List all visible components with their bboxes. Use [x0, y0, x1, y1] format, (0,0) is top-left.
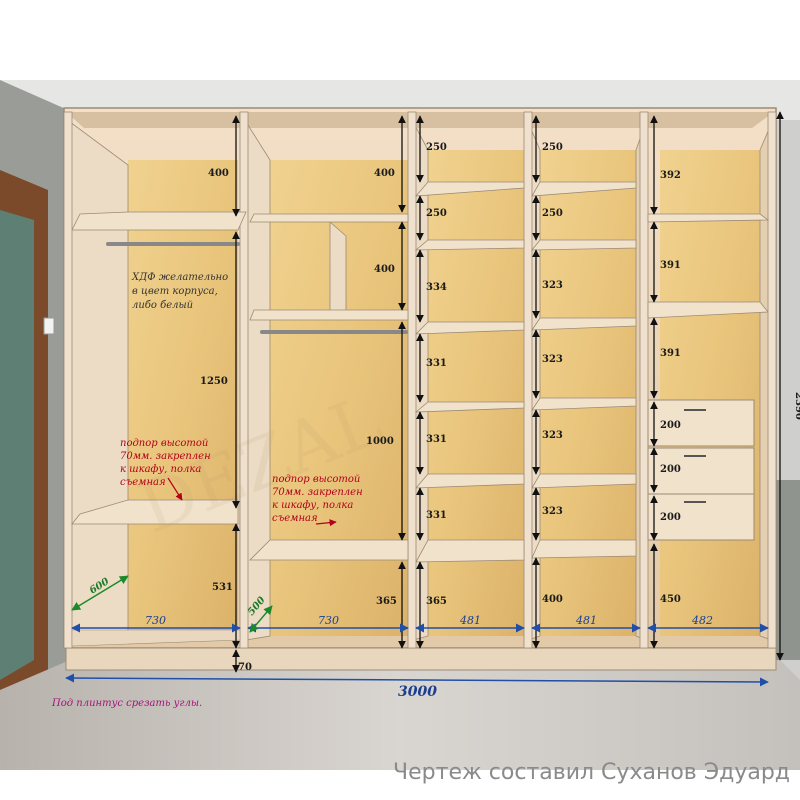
- dim-label: 323: [542, 430, 563, 441]
- dim-label: 365: [426, 596, 447, 607]
- floor: [0, 660, 800, 770]
- hdf-note-line: в цвет корпуса,: [132, 286, 218, 297]
- note-arrows: [167, 477, 337, 527]
- dim-label: 391: [660, 260, 681, 271]
- shelf: [531, 317, 637, 331]
- hdf-note-line: ХДФ желательно: [131, 272, 228, 283]
- support-note-line: к шкафу, полка: [272, 500, 353, 511]
- shelf: [414, 321, 525, 335]
- total-height-label: 2390: [793, 392, 800, 420]
- dim-label: 450: [660, 594, 681, 605]
- shelf: [531, 181, 637, 197]
- shelf: [414, 239, 525, 251]
- dim-label: 400: [542, 594, 563, 605]
- width-label: 481: [575, 614, 597, 627]
- dim-label: 200: [660, 512, 681, 523]
- dim-label: 400: [374, 168, 395, 179]
- support-note-line: к шкафу, полка: [120, 464, 201, 475]
- width-label: 730: [145, 614, 166, 627]
- dim-label: 531: [212, 582, 233, 593]
- width-label: 481: [459, 614, 481, 627]
- shelf: [531, 539, 637, 559]
- dim-label: 392: [660, 170, 681, 181]
- light-switch: [43, 317, 55, 335]
- dim-label: 365: [376, 596, 397, 607]
- dim-label: 1250: [200, 376, 228, 387]
- dim-label: 400: [208, 168, 229, 179]
- dim-label: 331: [426, 434, 447, 445]
- drawers: [647, 399, 755, 541]
- author-credit: Чертеж составил Суханов Эдуард: [393, 760, 790, 785]
- hanging-rails: [106, 242, 408, 334]
- shelf: [415, 473, 525, 489]
- dim-label: 1000: [366, 436, 394, 447]
- shelf: [71, 211, 247, 231]
- shelf: [249, 213, 409, 223]
- shelf: [249, 309, 409, 321]
- dim-label: 200: [660, 464, 681, 475]
- dim-label: 250: [542, 208, 563, 219]
- shelf: [647, 213, 770, 223]
- shelves: [71, 181, 770, 563]
- plinth-note: Под плинтус срезать углы.: [51, 698, 202, 709]
- support-note-line: подпор высотой: [272, 474, 360, 485]
- dim-label: 331: [426, 358, 447, 369]
- dim-label: 200: [660, 420, 681, 431]
- hdf-note-line: либо белый: [132, 300, 193, 311]
- annotations: ХДФ желательно в цвет корпуса, либо белы…: [51, 272, 363, 709]
- shelf: [531, 473, 637, 489]
- shelf: [71, 499, 239, 525]
- dim-label: 331: [426, 510, 447, 521]
- shelf: [647, 301, 769, 319]
- shelf: [415, 181, 525, 197]
- width-label: 730: [318, 614, 339, 627]
- support-note-line: подпор высотой: [120, 438, 208, 449]
- support-note-line: съемная: [272, 513, 318, 524]
- dim-label: 400: [374, 264, 395, 275]
- support-note-line: 70мм. закреплен: [120, 451, 211, 462]
- dim-label: 391: [660, 348, 681, 359]
- width-dimension-lines: [65, 623, 769, 687]
- plinth-dim-label: 70: [238, 662, 252, 673]
- dim-label: 323: [542, 506, 563, 517]
- shelf: [249, 539, 409, 561]
- shelf: [415, 539, 525, 563]
- total-width-label: 3000: [398, 684, 437, 700]
- shelf: [531, 397, 637, 411]
- dim-label: 334: [426, 282, 447, 293]
- drawer: [647, 399, 755, 447]
- support-note-line: 70мм. закреплен: [272, 487, 363, 498]
- dim-label: 323: [542, 280, 563, 291]
- width-label: 482: [691, 614, 713, 627]
- dim-label: 250: [542, 142, 563, 153]
- dimension-labels: 400 1250 531 400 400 1000 365 250 250 33…: [88, 142, 800, 700]
- depth-dimension-lines: [71, 575, 273, 633]
- dim-label: 323: [542, 354, 563, 365]
- shelf: [531, 239, 637, 251]
- support-note-line: съемная: [120, 477, 166, 488]
- dim-label: 250: [426, 208, 447, 219]
- shelf: [414, 401, 525, 413]
- dim-label: 250: [426, 142, 447, 153]
